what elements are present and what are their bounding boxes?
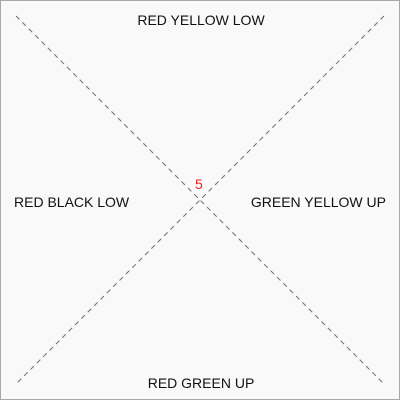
left-region-label: RED BLACK LOW — [14, 194, 130, 210]
center-number: 5 — [195, 176, 203, 192]
diagonal-line-top-left-to-bottom-right — [15, 15, 385, 385]
right-region-label: GREEN YELLOW UP — [250, 194, 386, 210]
bottom-region-label: RED GREEN UP — [147, 375, 255, 391]
diagonal-line-top-right-to-bottom-left — [15, 15, 385, 385]
top-region-label: RED YELLOW LOW — [137, 12, 265, 28]
